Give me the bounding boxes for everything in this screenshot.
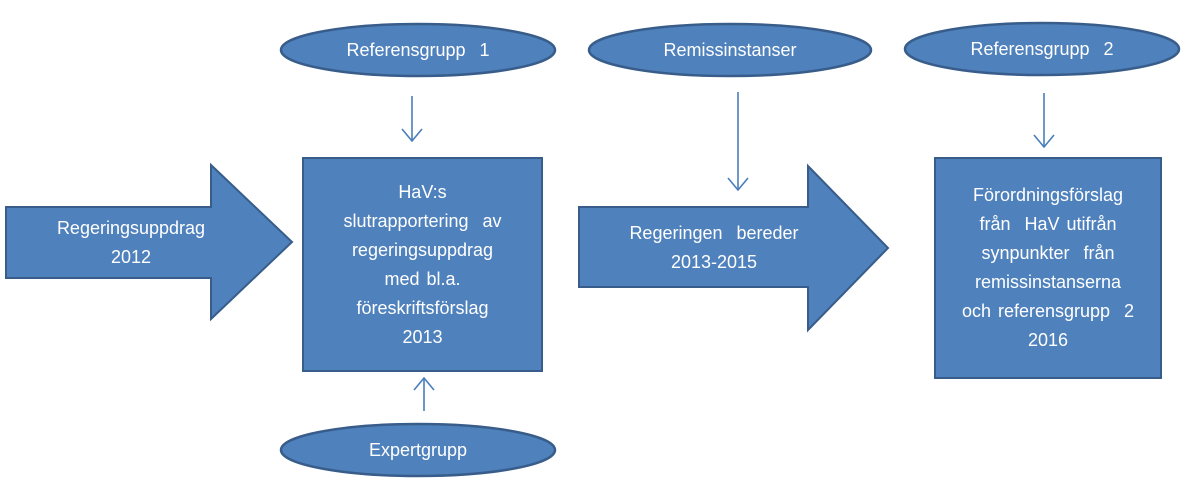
- referensgrupp-2-ellipse: [903, 21, 1181, 77]
- hav-report-box: [302, 157, 543, 372]
- hav-report-year: 2013: [402, 326, 443, 347]
- regeringsuppdrag-label: Regeringsuppdrag 2012: [6, 207, 256, 279]
- forordning-box: [934, 157, 1162, 379]
- remissinstanser-label: Remissinstanser: [589, 24, 871, 76]
- forordning-line: synpunkter från: [981, 243, 1115, 263]
- referensgrupp-1-label: Referensgrupp 1: [281, 24, 555, 76]
- remissinstanser-text: Remissinstanser: [663, 39, 797, 60]
- expertgrupp-connector: [413, 376, 435, 411]
- hav-report-line: föreskriftsförslag: [356, 297, 489, 318]
- hav-report-line: med bl.a.: [384, 268, 461, 289]
- referensgrupp-1-connector: [401, 96, 423, 143]
- referensgrupp-1-text: Referensgrupp 1: [346, 39, 490, 60]
- forordning-line: från HaV utifrån: [979, 214, 1117, 234]
- regeringen-years: 2013-2015: [670, 252, 758, 272]
- regeringen-arrow: [578, 163, 890, 333]
- referensgrupp-1-ellipse: [279, 22, 557, 78]
- hav-report-line: HaV:s: [398, 181, 447, 202]
- remissinstanser-connector: [727, 92, 749, 192]
- hav-report-line: regeringsuppdrag: [351, 239, 494, 260]
- regeringen-label: Regeringen bereder 2013-2015: [579, 207, 849, 289]
- regeringsuppdrag-line: Regeringsuppdrag: [56, 218, 206, 238]
- remissinstanser-ellipse: [587, 22, 873, 78]
- referensgrupp-2-label: Referensgrupp 2: [905, 23, 1179, 75]
- forordning-line: Förordningsförslag: [972, 185, 1124, 205]
- forordning-label: Förordningsförslag från HaV utifrån synp…: [935, 158, 1161, 378]
- referensgrupp-2-connector: [1033, 93, 1055, 149]
- regeringsuppdrag-year: 2012: [110, 247, 152, 267]
- regeringsuppdrag-arrow: [5, 162, 294, 322]
- expertgrupp-text: Expertgrupp: [368, 439, 468, 460]
- expertgrupp-label: Expertgrupp: [281, 424, 555, 476]
- forordning-line: remissinstanserna: [974, 272, 1122, 292]
- hav-report-line: slutrapportering av: [343, 210, 502, 231]
- forordning-line: och referensgrupp 2: [961, 301, 1135, 321]
- expertgrupp-ellipse: [279, 422, 557, 478]
- referensgrupp-2-text: Referensgrupp 2: [970, 38, 1114, 59]
- regeringen-line: Regeringen bereder: [629, 223, 799, 243]
- hav-report-label: HaV:s slutrapportering av regeringsuppdr…: [303, 158, 542, 371]
- forordning-year: 2016: [1027, 330, 1069, 350]
